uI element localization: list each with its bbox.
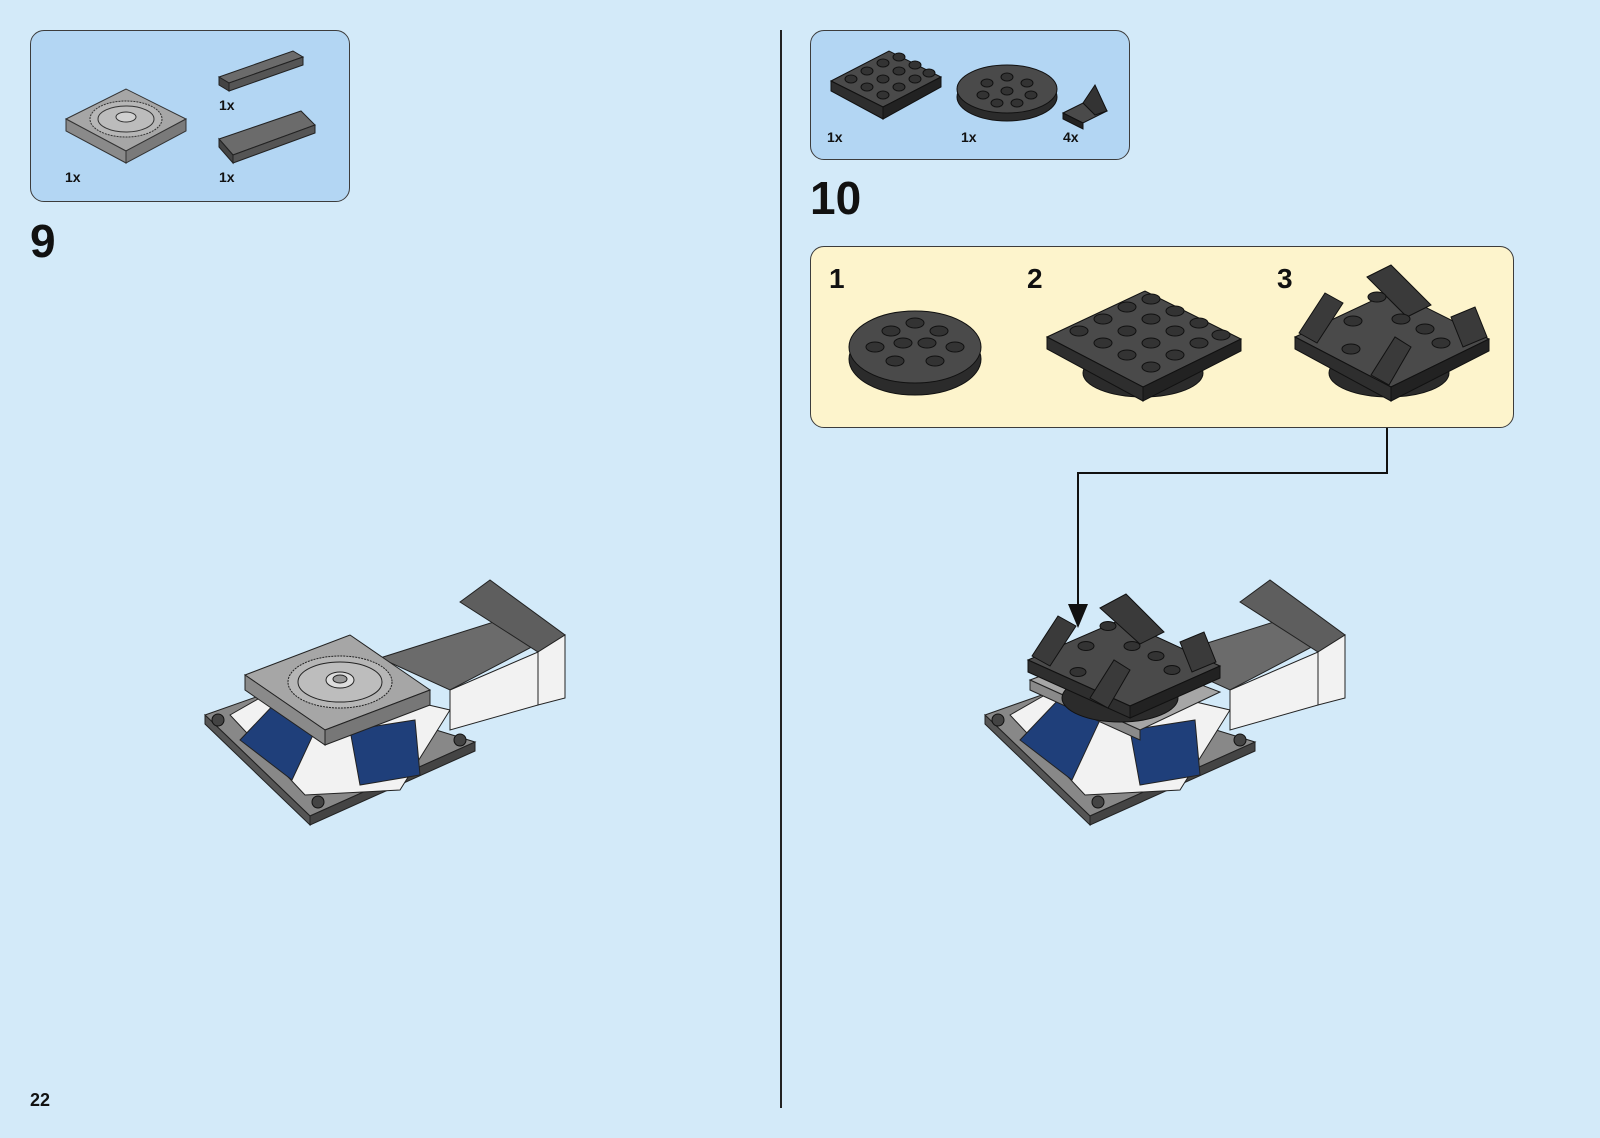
step10-parts-box: 1x 1x 4x	[810, 30, 1130, 160]
substep-box: 1 2 3	[810, 246, 1514, 428]
part-qty-label: 1x	[219, 97, 235, 113]
part-qty-label: 4x	[1063, 129, 1079, 145]
page-divider	[780, 30, 782, 1108]
step10-model-illustration	[980, 580, 1360, 840]
step-number: 9	[30, 218, 56, 264]
part-qty-label: 1x	[65, 169, 81, 185]
part-qty-label: 1x	[827, 129, 843, 145]
part-qty-label: 1x	[961, 129, 977, 145]
page-number: 22	[30, 1090, 50, 1111]
part-qty-label: 1x	[219, 169, 235, 185]
round-plate-assembly-icon	[811, 247, 1515, 429]
step9-model-illustration	[200, 580, 580, 840]
step-number: 10	[810, 175, 861, 221]
step9-parts-box: 1x 1x 1x	[30, 30, 350, 202]
